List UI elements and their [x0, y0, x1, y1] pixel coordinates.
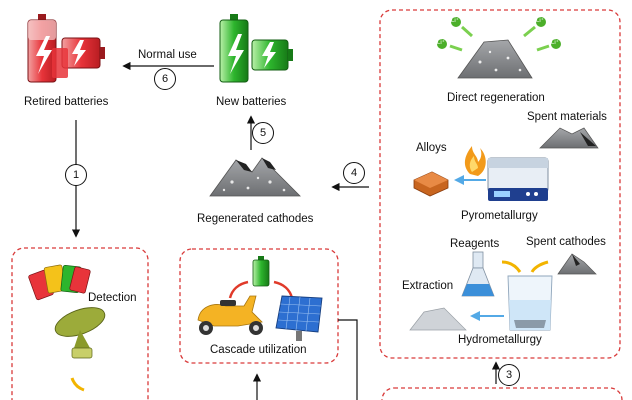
retired-batteries-label: Retired batteries	[24, 96, 109, 108]
satellite-dish-icon	[54, 307, 106, 359]
lithium-ion-icons	[437, 17, 561, 52]
spent-materials-icon	[539, 127, 599, 149]
spent-cathodes-label: Spent cathodes	[526, 236, 606, 248]
line-cascade-out	[338, 319, 358, 400]
furnace-icon	[487, 157, 549, 201]
direct-regeneration-label: Direct regeneration	[447, 92, 545, 104]
detection-box	[11, 247, 149, 400]
step-3-badge: 3	[498, 364, 520, 386]
flame-icon	[464, 146, 486, 176]
yellow-arrows-icon	[501, 260, 549, 273]
step-1-badge: 1	[65, 164, 87, 186]
li-ion-label-2: Li⁺	[437, 40, 445, 46]
solar-panel-icon	[275, 295, 323, 341]
step-4-badge: 4	[343, 162, 365, 184]
retired-batteries-icon	[27, 14, 105, 83]
reagent-flask-icon	[461, 251, 495, 297]
extraction-powder-icon	[409, 307, 467, 331]
reagents-label: Reagents	[450, 238, 500, 250]
li-ion-label-1: Li⁺	[451, 18, 459, 24]
li-ion-label-4: Li⁺	[551, 40, 559, 46]
scooter-icon	[197, 295, 263, 335]
detection-label: Detection	[88, 292, 137, 304]
recycling-methods-box	[379, 9, 621, 359]
alloys-icon	[413, 171, 449, 197]
yellow-down-arrow-icon	[70, 377, 85, 392]
small-battery-icon	[252, 256, 270, 287]
pyrometallurgy-label: Pyrometallurgy	[461, 210, 538, 222]
spent-materials-label: Spent materials	[527, 111, 607, 123]
li-ion-label-3: Li⁺	[536, 18, 544, 24]
direct-regeneration-icon	[437, 17, 561, 79]
lower-box	[381, 387, 623, 400]
regenerated-cathodes-label: Regenerated cathodes	[197, 213, 314, 225]
red-arrow-left-icon	[228, 280, 249, 299]
step-6-badge: 6	[154, 68, 176, 90]
regenerated-cathodes-icon	[209, 157, 301, 197]
alloys-label: Alloys	[416, 142, 447, 154]
normal-use-label: Normal use	[138, 49, 197, 61]
battery-stack-icon	[28, 264, 91, 301]
beaker-icon	[507, 275, 553, 331]
spent-cathodes-icon	[557, 253, 597, 275]
new-batteries-icon	[219, 14, 293, 83]
new-batteries-label: New batteries	[216, 96, 287, 108]
cascade-utilization-label: Cascade utilization	[210, 344, 307, 356]
extraction-label: Extraction	[402, 280, 454, 292]
step-5-badge: 5	[252, 122, 274, 144]
cascade-box	[179, 248, 339, 364]
hydrometallurgy-label: Hydrometallurgy	[458, 334, 542, 346]
